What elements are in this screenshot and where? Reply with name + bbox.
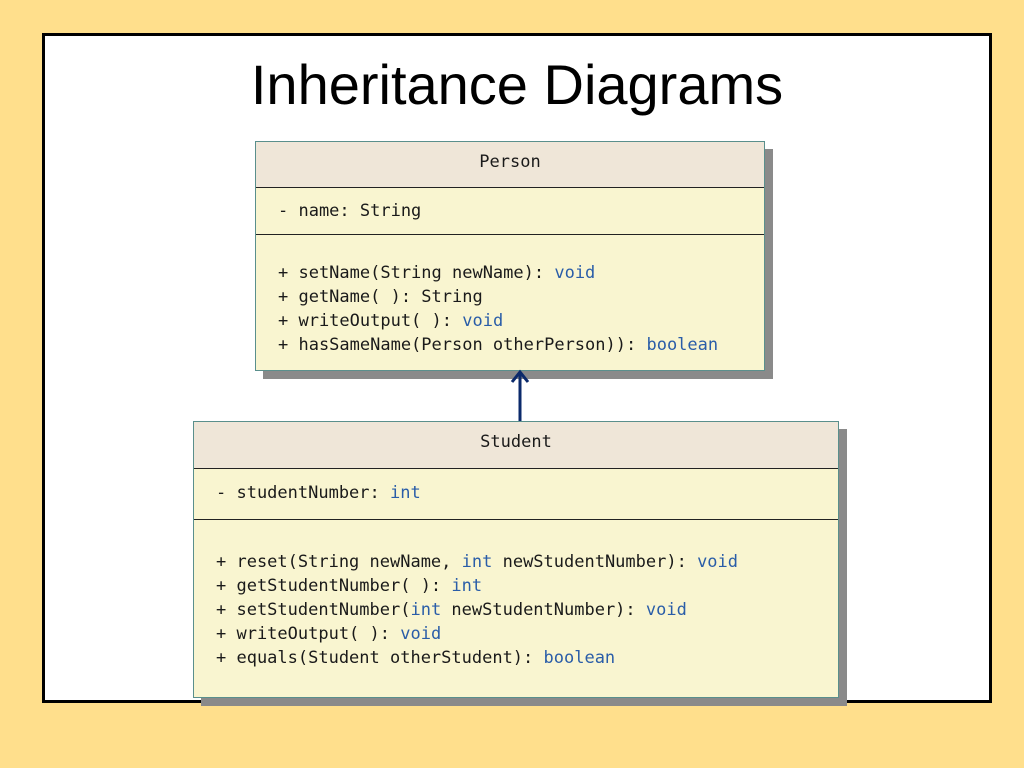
type-keyword: boolean	[543, 648, 616, 668]
type-keyword: void	[400, 624, 442, 644]
return-type: void	[554, 263, 596, 283]
student-class-box: Student - studentNumber: int + reset(Str…	[193, 421, 839, 698]
slide: Inheritance Diagrams Person - name: Stri…	[42, 33, 992, 703]
inheritance-arrow	[510, 369, 530, 421]
return-type: void	[462, 311, 504, 331]
slide-title: Inheritance Diagrams	[250, 53, 784, 116]
attribute-type: int	[390, 483, 421, 503]
type-keyword: void	[645, 600, 687, 620]
student-operations: + reset(String newName, int newStudentNu…	[194, 520, 838, 670]
person-operation: + setName(String newName): void	[278, 263, 596, 283]
student-attributes: - studentNumber: int	[194, 469, 838, 520]
student-operation: + reset(String newName, int newStudentNu…	[216, 552, 739, 572]
student-operation: + getStudentNumber( ): int	[216, 576, 483, 596]
person-operation: + hasSameName(Person otherPerson)): bool…	[278, 335, 719, 355]
type-keyword: int	[410, 600, 442, 620]
student-operation: + equals(Student otherStudent): boolean	[216, 648, 616, 668]
person-class-name: Person	[256, 142, 764, 188]
return-type: boolean	[646, 335, 719, 355]
type-keyword: int	[451, 576, 483, 596]
student-class-name: Student	[194, 422, 838, 469]
type-keyword: void	[697, 552, 739, 572]
student-operation: + writeOutput( ): void	[216, 624, 442, 644]
student-attribute-number: - studentNumber: int	[216, 483, 421, 503]
student-operation: + setStudentNumber(int newStudentNumber)…	[216, 600, 687, 620]
person-operation: + getName( ): String	[278, 287, 483, 307]
person-class-box: Person - name: String + setName(String n…	[255, 141, 765, 371]
person-attribute-name: - name: String	[278, 201, 422, 221]
person-operations: + setName(String newName): void + getNam…	[256, 235, 764, 357]
person-attributes: - name: String	[256, 188, 764, 235]
type-keyword: int	[461, 552, 493, 572]
person-operation: + writeOutput( ): void	[278, 311, 504, 331]
